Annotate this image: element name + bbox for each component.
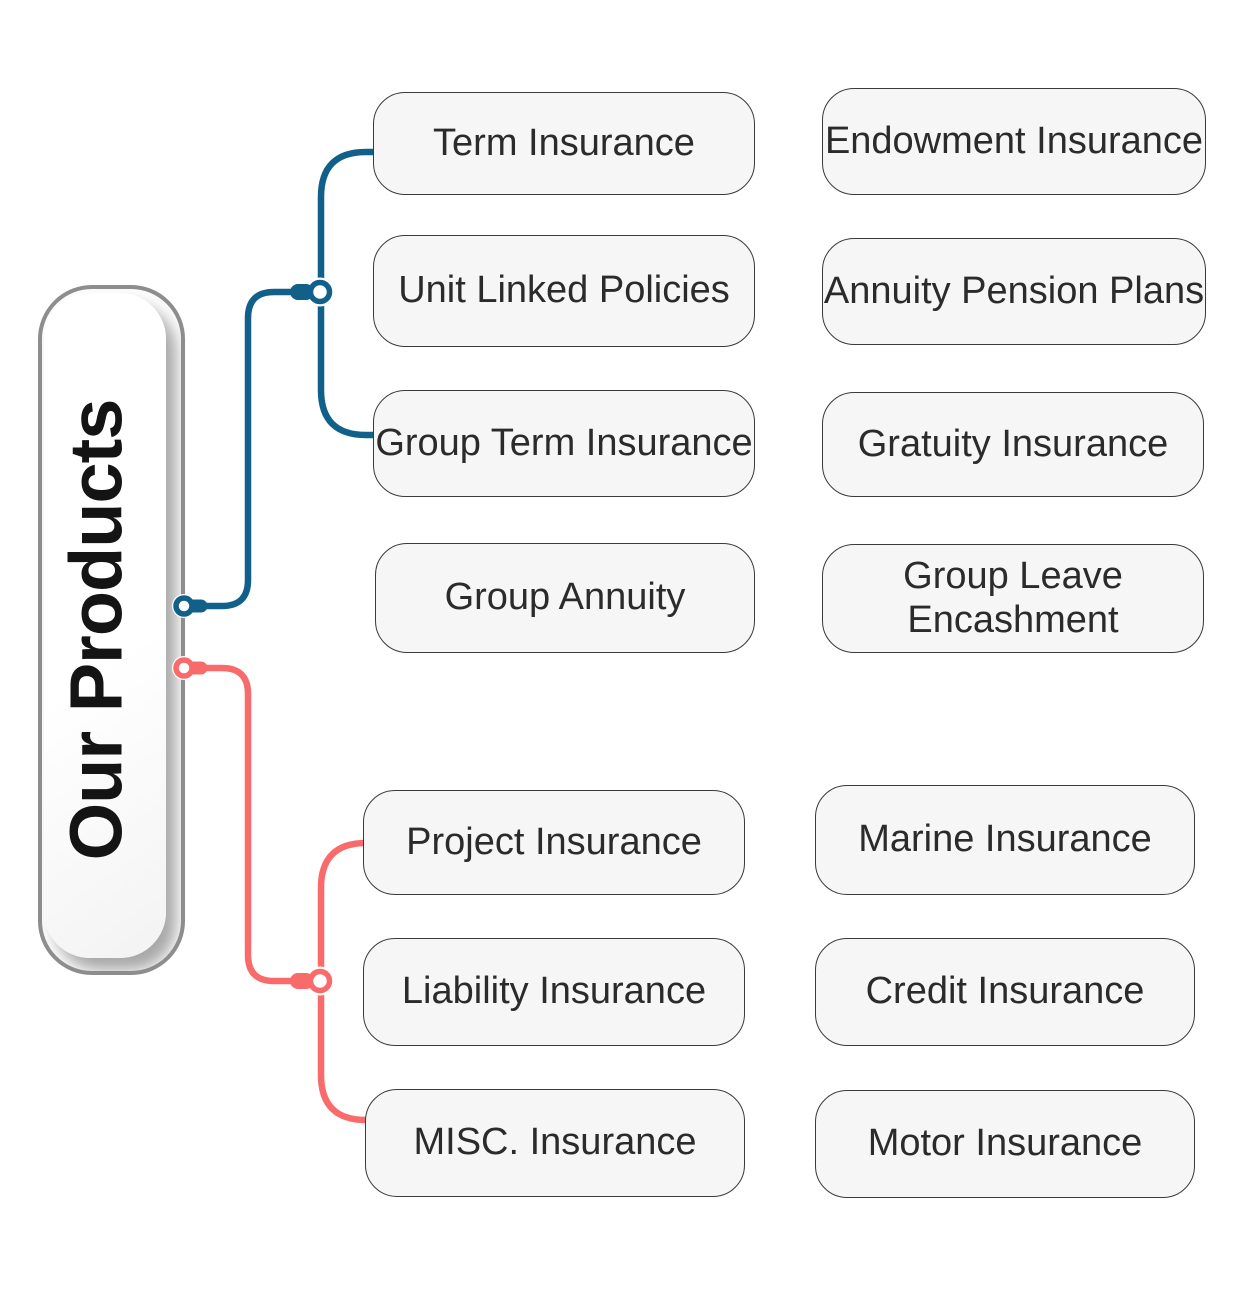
box-term-insurance: Term Insurance bbox=[373, 92, 755, 195]
title-frame bbox=[38, 285, 185, 975]
box-endowment-insurance: Endowment Insurance bbox=[822, 88, 1206, 195]
blue-connector-group bbox=[172, 148, 385, 618]
box-project-insurance: Project Insurance bbox=[363, 790, 745, 895]
blue-anchor-dot bbox=[173, 595, 195, 617]
box-label: Group Annuity bbox=[444, 576, 686, 619]
box-group-term-insurance: Group Term Insurance bbox=[373, 390, 755, 497]
box-label: Endowment Insurance bbox=[824, 119, 1204, 162]
box-unit-linked-policies: Unit Linked Policies bbox=[373, 235, 755, 347]
diagram-title: Our Products bbox=[54, 399, 138, 861]
blue-junction-dot bbox=[307, 279, 333, 305]
box-label: Motor Insurance bbox=[867, 1122, 1143, 1165]
box-group-annuity: Group Annuity bbox=[375, 543, 755, 653]
red-junction-dot bbox=[307, 968, 333, 994]
box-label: Credit Insurance bbox=[865, 970, 1145, 1013]
box-gratuity-insurance: Gratuity Insurance bbox=[822, 392, 1204, 497]
box-label: Term Insurance bbox=[433, 121, 695, 164]
box-label: MISC. Insurance bbox=[413, 1121, 697, 1164]
box-label: Gratuity Insurance bbox=[857, 422, 1169, 465]
box-misc-insurance: MISC. Insurance bbox=[365, 1089, 745, 1197]
box-group-leave-encashment: Group Leave Encashment bbox=[822, 544, 1204, 653]
box-motor-insurance: Motor Insurance bbox=[815, 1090, 1195, 1198]
box-marine-insurance: Marine Insurance bbox=[815, 785, 1195, 895]
box-label: Liability Insurance bbox=[401, 970, 707, 1013]
box-label: Group Leave Encashment bbox=[903, 554, 1123, 641]
box-label: Unit Linked Policies bbox=[398, 269, 730, 312]
box-label: Group Term Insurance bbox=[375, 421, 753, 464]
box-label: Annuity Pension Plans bbox=[823, 269, 1205, 312]
box-label: Marine Insurance bbox=[858, 818, 1152, 861]
red-connector-group bbox=[172, 656, 385, 1124]
red-anchor-dot bbox=[173, 657, 195, 679]
box-label: Project Insurance bbox=[406, 820, 702, 863]
title-frame-inner-panel bbox=[44, 293, 166, 958]
box-credit-insurance: Credit Insurance bbox=[815, 938, 1195, 1046]
box-liability-insurance: Liability Insurance bbox=[363, 938, 745, 1046]
box-annuity-pension-plans: Annuity Pension Plans bbox=[822, 238, 1206, 345]
